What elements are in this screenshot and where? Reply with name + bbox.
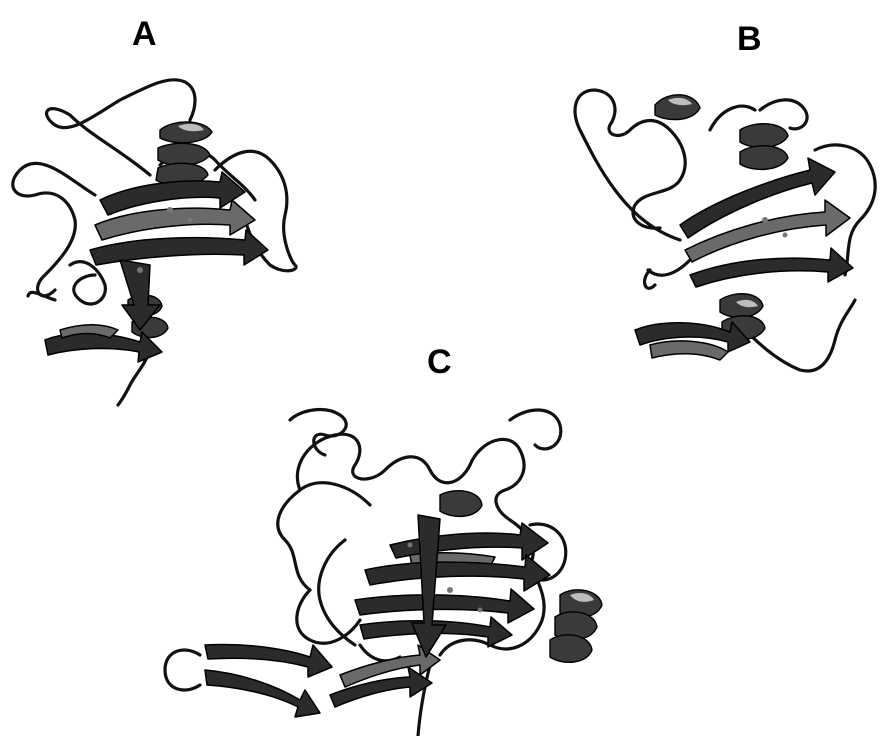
ribbon-structure-b: [560, 70, 887, 390]
panel-label-b: B: [737, 22, 762, 56]
beta-strands-c: [205, 515, 550, 717]
panel-label-a: A: [132, 17, 157, 51]
ribbon-structure-a: [0, 60, 320, 410]
panel-label-c: C: [427, 345, 452, 379]
ribbon-structure-c: [150, 395, 630, 736]
